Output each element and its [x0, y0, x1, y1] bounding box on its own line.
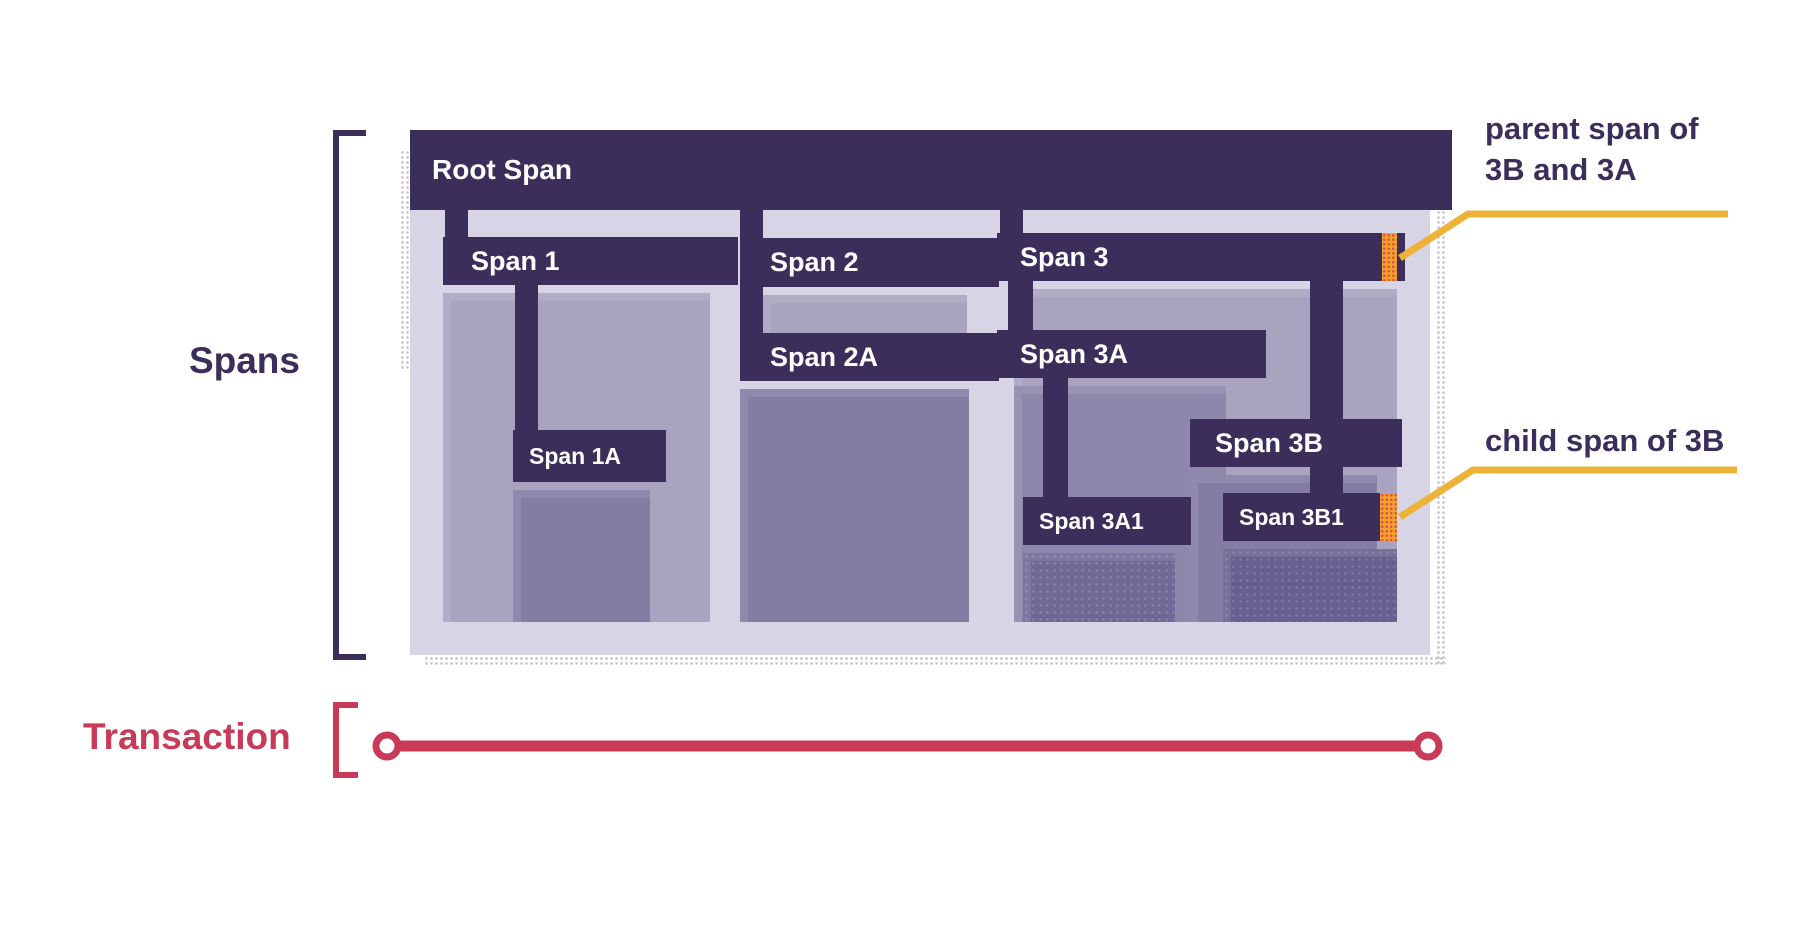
transaction-end-point [1413, 731, 1443, 761]
spans-bracket-tick-top [333, 130, 366, 136]
child-span-callout-line [1398, 466, 1737, 520]
child-span-marker [1380, 493, 1397, 541]
span3a1-bar-label: Span 3A1 [1039, 507, 1144, 534]
parent-span-annotation-line1: parent span of [1485, 111, 1699, 146]
connector-span3b-to-span3b1 [1310, 467, 1343, 495]
span1-bar-label: Span 1 [471, 245, 560, 276]
span3-bar-label: Span 3 [1020, 241, 1109, 272]
span2-content-area [763, 295, 967, 333]
span2a-content-area [740, 389, 969, 622]
parent-span-callout-line [1398, 210, 1728, 261]
connector-span3-to-span3a [1008, 281, 1033, 332]
transaction-start-point [372, 731, 402, 761]
transaction-bracket-tick-top [333, 702, 358, 708]
root-span-bar-label: Root Span [432, 154, 572, 185]
span3a1-content-area [1023, 553, 1175, 622]
span3a-bar-label: Span 3A [1020, 338, 1129, 369]
span3b1-bar: Span 3B1 [1223, 493, 1396, 541]
span1a-bar-label: Span 1A [529, 442, 622, 469]
span3b1-bar-label: Span 3B1 [1239, 503, 1344, 530]
parent-span-annotation-line2: 3B and 3A [1485, 152, 1637, 187]
halftone-shadow-left [400, 150, 410, 370]
span1-bar: Span 1 [443, 237, 738, 285]
span2a-bar-label: Span 2A [770, 341, 879, 372]
halftone-shadow-bottom [424, 656, 1446, 667]
span2a-bar: Span 2A [740, 333, 999, 381]
child-span-annotation: child span of 3B [1485, 423, 1725, 458]
halftone-shadow-right [1436, 150, 1446, 665]
span3-bar: Span 3 [997, 233, 1405, 281]
transaction-bracket-vertical [333, 702, 339, 778]
spans-label: Spans [188, 340, 300, 381]
span3a-bar: Span 3A [997, 330, 1266, 378]
connector-span3a-to-span3a1 [1043, 378, 1068, 499]
span1a-content-area [513, 490, 650, 622]
parent-span-marker [1382, 233, 1397, 281]
connector-span3-to-span3b [1310, 281, 1343, 421]
connector-root-to-span3 [1000, 210, 1023, 235]
spans-bracket-tick-bottom [333, 654, 366, 660]
span2-bar-label: Span 2 [770, 247, 859, 277]
transaction-bracket-tick-bottom [333, 772, 358, 778]
span2-bar: Span 2 [740, 238, 999, 287]
connector-root-to-span1 [445, 210, 468, 240]
span1a-bar: Span 1A [513, 430, 666, 482]
root-span-bar: Root Span [410, 130, 1452, 210]
span3b1-content-area [1223, 549, 1397, 622]
connector-span1-to-span1a [515, 285, 538, 432]
span3a1-bar: Span 3A1 [1023, 497, 1191, 545]
spans-bracket-vertical [333, 130, 339, 660]
transaction-label: Transaction [83, 716, 291, 757]
span3b-bar: Span 3B [1190, 419, 1402, 467]
span3b-bar-label: Span 3B [1215, 427, 1324, 458]
parent-span-annotation: parent span of 3B and 3A [1485, 108, 1699, 190]
